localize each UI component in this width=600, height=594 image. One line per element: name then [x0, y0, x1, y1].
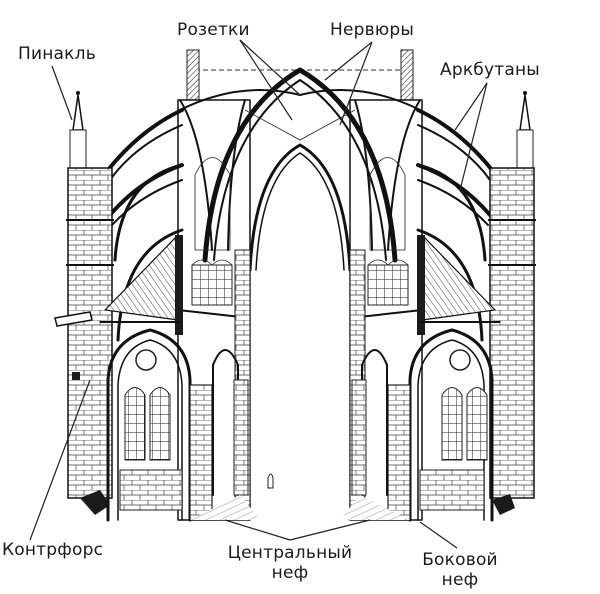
leader-pinnacle — [51, 65, 73, 121]
label-side-nave-line1: Боковой — [422, 550, 498, 570]
leader-central-nave-1 — [224, 519, 291, 541]
label-rosettes: Розетки — [177, 20, 250, 40]
leader-ribs-1 — [324, 41, 373, 81]
right-aisle-arcade — [351, 328, 494, 522]
leader-lines — [29, 39, 488, 549]
label-side-nave: Боковой неф — [418, 550, 502, 590]
right-flying-buttresses — [416, 108, 494, 342]
roof-outline — [186, 49, 414, 101]
leader-side-nave — [419, 521, 458, 549]
label-buttress: Контрфорс — [2, 540, 104, 560]
left-aisle-arcade — [106, 328, 249, 522]
label-flying-buttresses: Аркбутаны — [440, 60, 540, 80]
human-figure — [267, 473, 274, 489]
label-central-nave: Центральный неф — [226, 543, 354, 583]
label-central-nave-line2: неф — [271, 563, 309, 583]
label-central-nave-line1: Центральный — [227, 543, 353, 563]
left-flying-buttresses — [106, 108, 184, 342]
label-pinnacle: Пинакль — [18, 44, 96, 64]
label-ribs: Нервюры — [330, 20, 414, 40]
right-buttress-tower — [488, 91, 536, 515]
label-side-nave-line2: неф — [441, 570, 479, 590]
leader-flying-buttresses-2 — [459, 82, 488, 191]
leader-rosettes-1 — [239, 39, 301, 96]
leader-rosettes-2 — [239, 39, 293, 121]
left-buttress-tower — [54, 91, 114, 515]
leader-flying-buttresses-1 — [454, 82, 488, 131]
side-aisle-roofs — [100, 233, 500, 335]
floors — [190, 473, 410, 520]
leader-ribs-2 — [339, 41, 373, 126]
leader-central-nave-2 — [289, 519, 371, 541]
leader-buttress — [29, 379, 91, 541]
